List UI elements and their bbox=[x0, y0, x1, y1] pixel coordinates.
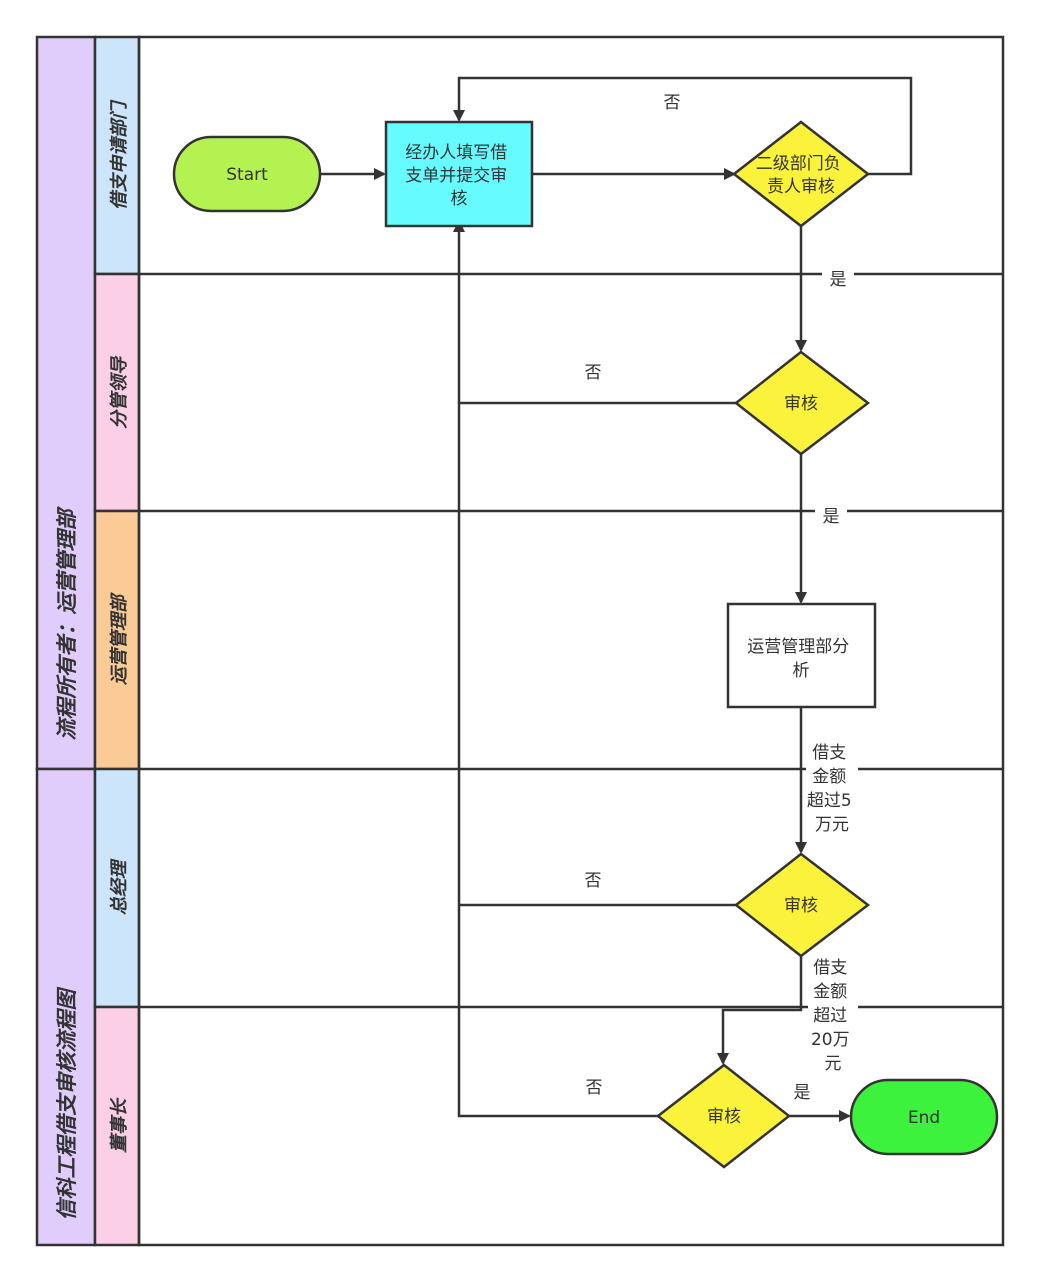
fill-form-label: 经办人填写借 支单并提交审 核 bbox=[405, 143, 512, 209]
fill-form-node bbox=[384, 120, 534, 228]
process-owner-title: 流程所有者：运营管理部 bbox=[55, 506, 79, 741]
start-node bbox=[172, 135, 322, 213]
lane-label-ops: 运营管理部 bbox=[109, 592, 130, 685]
label-bg bbox=[822, 266, 854, 292]
edge-label-line: 借支 bbox=[813, 958, 847, 978]
dept-review-line: 二级部门负 bbox=[756, 154, 841, 174]
edge-label-leader-yes: 是 bbox=[823, 507, 840, 527]
edge-label-chair-yes: 是 bbox=[794, 1083, 811, 1103]
lane-header-chairman bbox=[93, 1005, 141, 1247]
edge-label-line: 20万 bbox=[811, 1030, 850, 1050]
edge-label-dept-yes: 是 bbox=[830, 270, 847, 290]
edge-label-line: 超过 bbox=[813, 1006, 847, 1026]
leader-review-decision bbox=[733, 350, 871, 456]
edge-label-line: 金额 bbox=[812, 767, 846, 787]
gm-review-decision bbox=[733, 852, 871, 958]
owner-column: 流程所有者：运营管理部 信科工程借支审核流程图 bbox=[35, 35, 97, 1247]
lane-bodies bbox=[137, 35, 1005, 1247]
gm-review-label: 审核 bbox=[784, 896, 818, 916]
edge-label-line: 超过5 bbox=[807, 791, 852, 811]
edge-label-line: 万元 bbox=[815, 815, 849, 835]
edge-label-gm-no: 否 bbox=[585, 871, 602, 891]
connectors bbox=[320, 76, 913, 1122]
leader-review-label: 审核 bbox=[784, 394, 818, 414]
edge-chair-review-no bbox=[453, 220, 658, 1118]
edge-gm-to-chair bbox=[717, 956, 803, 1065]
fill-form-line: 支单并提交审 bbox=[405, 166, 507, 186]
end-label: End bbox=[908, 1108, 940, 1128]
lane-label-chairman: 董事长 bbox=[109, 1097, 130, 1153]
fill-form-line: 核 bbox=[451, 189, 468, 209]
dept-review-label: 二级部门负 责人审核 bbox=[756, 154, 846, 197]
edge-label-over-20: 借支 金额 超过 20万 元 bbox=[811, 958, 855, 1074]
ops-analysis-line: 析 bbox=[793, 661, 810, 681]
edge-label-leader-no: 否 bbox=[585, 363, 602, 383]
dept-review-line: 责人审核 bbox=[767, 177, 835, 197]
label-bg bbox=[806, 738, 858, 838]
edge-label-line: 金额 bbox=[813, 982, 847, 1002]
edge-label-over-5: 借支 金额 超过5 万元 bbox=[807, 743, 857, 835]
chair-review-decision bbox=[655, 1063, 792, 1169]
lane-headers: 借支申请部门 分管领导 运营管理部 总经理 董事长 bbox=[93, 35, 141, 1247]
fill-form-line: 经办人填写借 bbox=[405, 143, 507, 163]
end-node bbox=[849, 1078, 999, 1156]
owner-cell-top bbox=[35, 35, 97, 771]
edge-label-dept-no: 否 bbox=[664, 93, 681, 113]
ops-analysis-label: 运营管理部分 析 bbox=[747, 637, 854, 681]
owner-cell-bottom bbox=[35, 767, 97, 1247]
nodes: Start 经办人填写借 支单并提交审 核 二级部门负 责人审核 审核 运营管理… bbox=[172, 120, 999, 1169]
flowchart-title: 信科工程借支审核流程图 bbox=[55, 987, 79, 1221]
chair-review-label: 审核 bbox=[707, 1107, 741, 1127]
label-bg bbox=[808, 954, 858, 1074]
lane-body-frame bbox=[137, 35, 1005, 1247]
ops-analysis-node bbox=[726, 602, 877, 709]
lane-label-applicant-dept: 借支申请部门 bbox=[109, 99, 130, 210]
edge-labels: 否 是 否 是 借支 金额 超过5 万元 否 借支 金额 超过 20万 元 否 … bbox=[585, 88, 858, 1103]
edge-dept-review-no bbox=[453, 76, 913, 176]
edge-label-line: 借支 bbox=[812, 743, 846, 763]
ops-analysis-line: 运营管理部分 bbox=[747, 637, 849, 657]
lane-header-gm bbox=[93, 767, 141, 1009]
label-bg bbox=[655, 88, 689, 114]
label-bg bbox=[815, 503, 847, 529]
lane-label-gm: 总经理 bbox=[109, 858, 130, 915]
start-label: Start bbox=[226, 165, 268, 185]
lane-label-leader: 分管领导 bbox=[109, 355, 130, 429]
dept-review-decision bbox=[731, 120, 871, 228]
edge-label-chair-no: 否 bbox=[586, 1078, 603, 1098]
edge-label-line: 元 bbox=[825, 1054, 842, 1074]
